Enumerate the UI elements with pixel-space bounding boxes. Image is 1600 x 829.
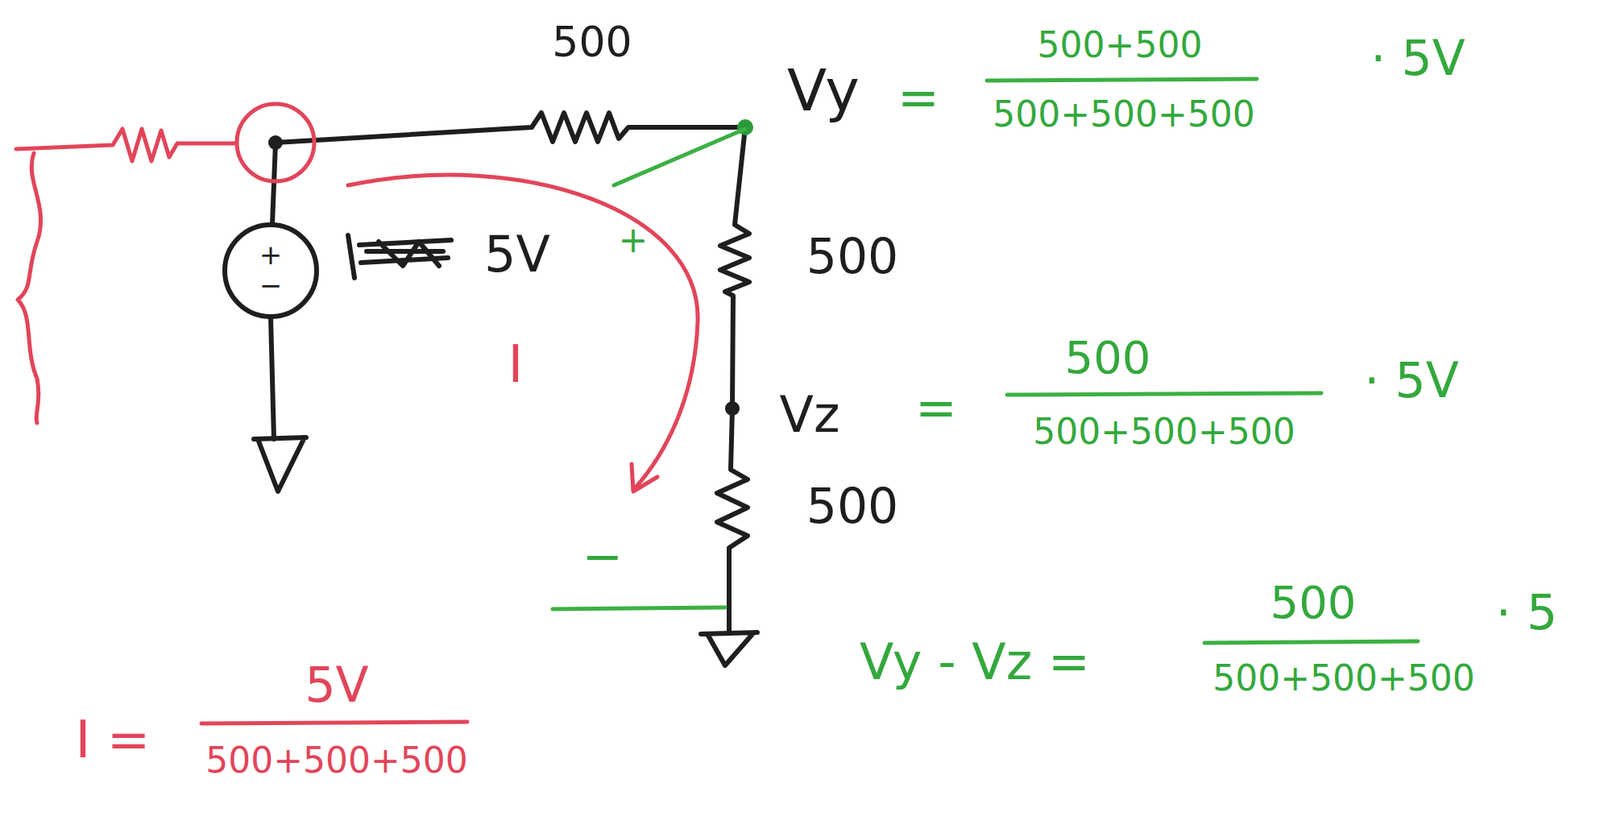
fraction-bar [986, 78, 1257, 81]
equation-term: I = [75, 713, 151, 766]
top-resistor [275, 112, 746, 143]
numerator: 500 [1065, 335, 1152, 381]
equation-factor: · 5V [1363, 356, 1459, 405]
numerator: 500 [1270, 580, 1357, 626]
ground-symbol [700, 632, 758, 666]
wire [270, 316, 274, 440]
wire [272, 142, 276, 225]
equation-factor: · 5 [1496, 588, 1558, 637]
node-dot [268, 135, 283, 150]
resistor-squiggle [16, 128, 236, 162]
node-name: Vy [787, 61, 860, 120]
reference-line [552, 607, 726, 610]
current-arrow [348, 174, 698, 489]
equation-sign: = [897, 73, 940, 124]
polarity-mark: − [582, 531, 623, 581]
equation-term: Vy - Vz = [859, 637, 1091, 688]
resistor-value: 500 [806, 481, 900, 531]
fraction-bar [1007, 393, 1322, 395]
bottom-resistor [717, 408, 748, 633]
leader-line [613, 128, 746, 186]
bracket [17, 153, 42, 423]
equation-factor: · 5V [1370, 33, 1465, 83]
denominator: 500+500+500 [992, 96, 1256, 133]
fraction-bar [1204, 641, 1418, 643]
source-value: 5V [484, 229, 551, 280]
numerator: 500+500 [1037, 27, 1203, 63]
polarity-mark: + [618, 222, 649, 258]
highlight-circle [236, 103, 315, 182]
equation-sign: = [915, 383, 958, 434]
resistor-value: 500 [551, 20, 632, 63]
fraction-bar [201, 721, 468, 724]
polarity-mark: − [259, 271, 283, 299]
node-name: Vz [779, 389, 841, 440]
node-dot [725, 401, 740, 416]
arrow-head [631, 464, 658, 492]
denominator: 500+500+500 [1032, 414, 1296, 450]
denominator: 500+500+500 [1212, 660, 1476, 697]
resistor-value: 500 [806, 232, 900, 281]
voltage-source [224, 224, 317, 317]
denominator: 500+500+500 [205, 742, 469, 779]
current-name: I [508, 338, 524, 390]
ground-symbol [253, 437, 307, 492]
numerator: 5V [304, 660, 369, 709]
scribble [348, 235, 452, 278]
middle-resistor [720, 127, 750, 409]
polarity-mark: + [259, 240, 283, 269]
